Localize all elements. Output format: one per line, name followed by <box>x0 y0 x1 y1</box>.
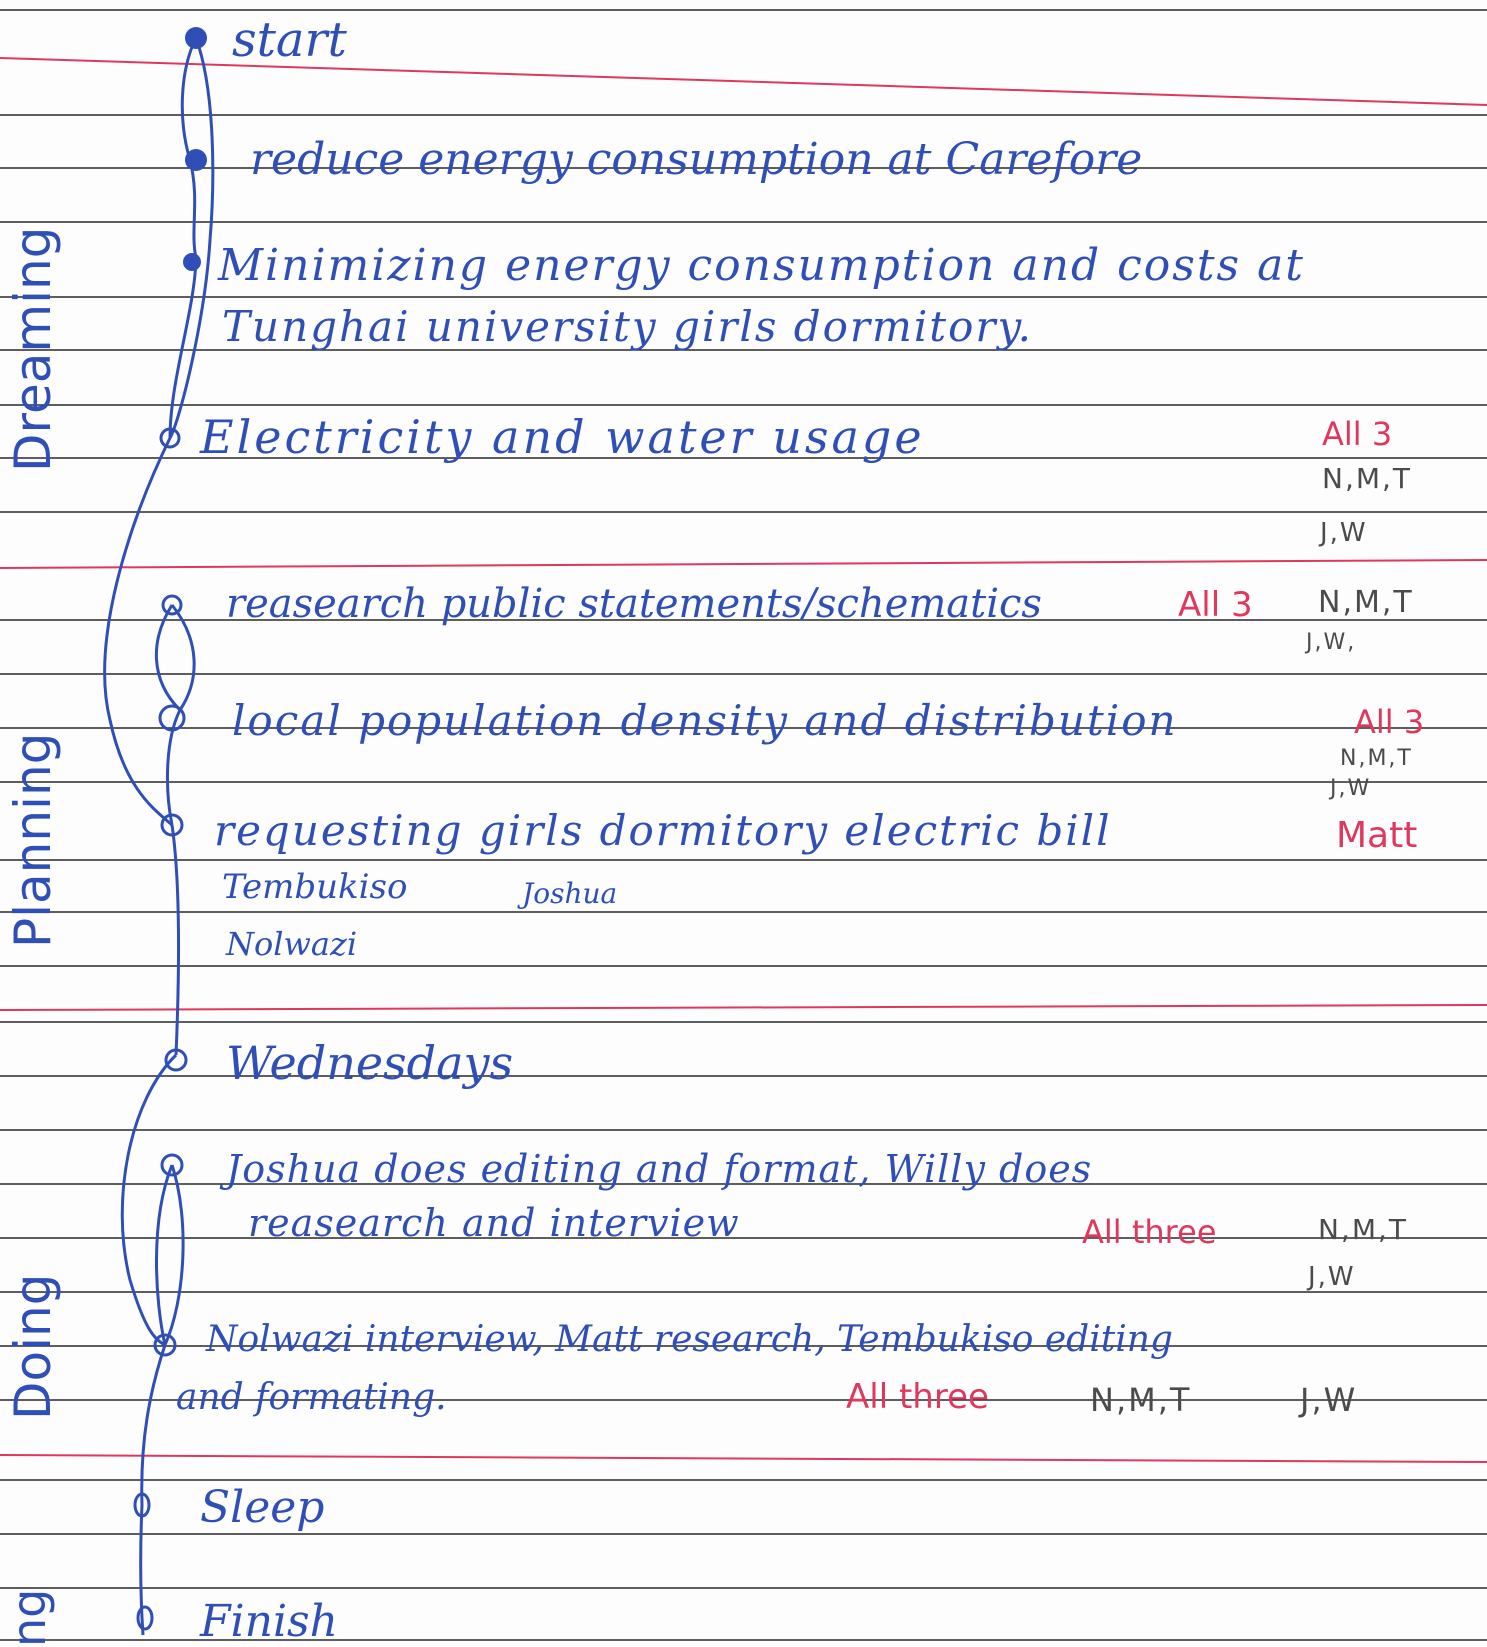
note-all3-population: All 3 <box>1354 703 1425 741</box>
note-jw-research: J,W, <box>1306 630 1357 655</box>
step-roles-line1: Joshua does editing and format, Willy do… <box>226 1147 1093 1191</box>
step-start: start <box>232 12 347 68</box>
note-jw-roles: J,W <box>1308 1262 1356 1292</box>
note-jw-usage: J,W <box>1320 518 1368 548</box>
node-finish <box>136 1605 154 1631</box>
step-finish: Finish <box>200 1596 338 1647</box>
node-wednesdays <box>164 1048 188 1072</box>
node-research <box>161 594 183 616</box>
node-population <box>158 704 186 732</box>
note-nmt-research: N,M,T <box>1318 585 1414 620</box>
node-sleep <box>133 1492 151 1518</box>
phase-label-planning: Planning <box>4 732 62 948</box>
phase-label-doing: Doing <box>4 1273 62 1420</box>
node-tasks <box>153 1333 177 1357</box>
phase-label-last: ng <box>2 1588 56 1647</box>
node-roles <box>160 1153 184 1177</box>
step-roles-line2: reasearch and interview <box>248 1201 740 1245</box>
step-bill: requesting girls dormitory electric bill <box>214 806 1112 855</box>
node-bill <box>160 813 184 837</box>
note-nmt-roles: N,M,T <box>1318 1213 1409 1246</box>
step-goal: reduce energy consumption at Carefore <box>250 134 1143 185</box>
note-nmt-usage: N,M,T <box>1322 462 1413 495</box>
section-divider-lines <box>0 57 1487 1463</box>
step-sleep: Sleep <box>200 1482 325 1533</box>
note-allthree-tasks: All three <box>846 1377 989 1417</box>
note-all3-usage: All 3 <box>1322 415 1393 453</box>
step-tasks-line1: Nolwazi interview, Matt research, Tembuk… <box>206 1319 1173 1360</box>
node-goal <box>185 149 207 171</box>
step-bill-name-2: Joshua <box>522 877 618 910</box>
phase-label-dreaming: Dreaming <box>4 226 62 472</box>
step-bill-name-1: Tembukiso <box>222 867 408 907</box>
node-topic <box>183 253 201 271</box>
step-bill-name-3: Nolwazi <box>226 925 358 963</box>
step-tasks-line2: and formating. <box>176 1377 447 1418</box>
step-population: local population density and distributio… <box>232 696 1178 745</box>
note-nmt-population: N,M,T <box>1340 746 1413 771</box>
step-topic-line2: Tunghai university girls dormitory. <box>222 302 1033 351</box>
note-matt-bill: Matt <box>1336 815 1418 856</box>
note-jw-population: J,W <box>1330 776 1372 801</box>
note-allthree-roles: All three <box>1082 1213 1217 1251</box>
step-usage: Electricity and water usage <box>200 410 925 464</box>
node-start <box>185 27 207 49</box>
step-wednesdays: Wednesdays <box>226 1036 514 1090</box>
node-usage <box>159 427 181 449</box>
step-topic-line1: Minimizing energy consumption and costs … <box>218 240 1305 291</box>
step-research: reasearch public statements/schematics <box>226 581 1042 627</box>
note-all3-research: All 3 <box>1178 585 1253 625</box>
note-jw-tasks: J,W <box>1300 1381 1358 1419</box>
flow-path <box>103 37 215 1636</box>
note-nmt-tasks: N,M,T <box>1090 1381 1192 1419</box>
